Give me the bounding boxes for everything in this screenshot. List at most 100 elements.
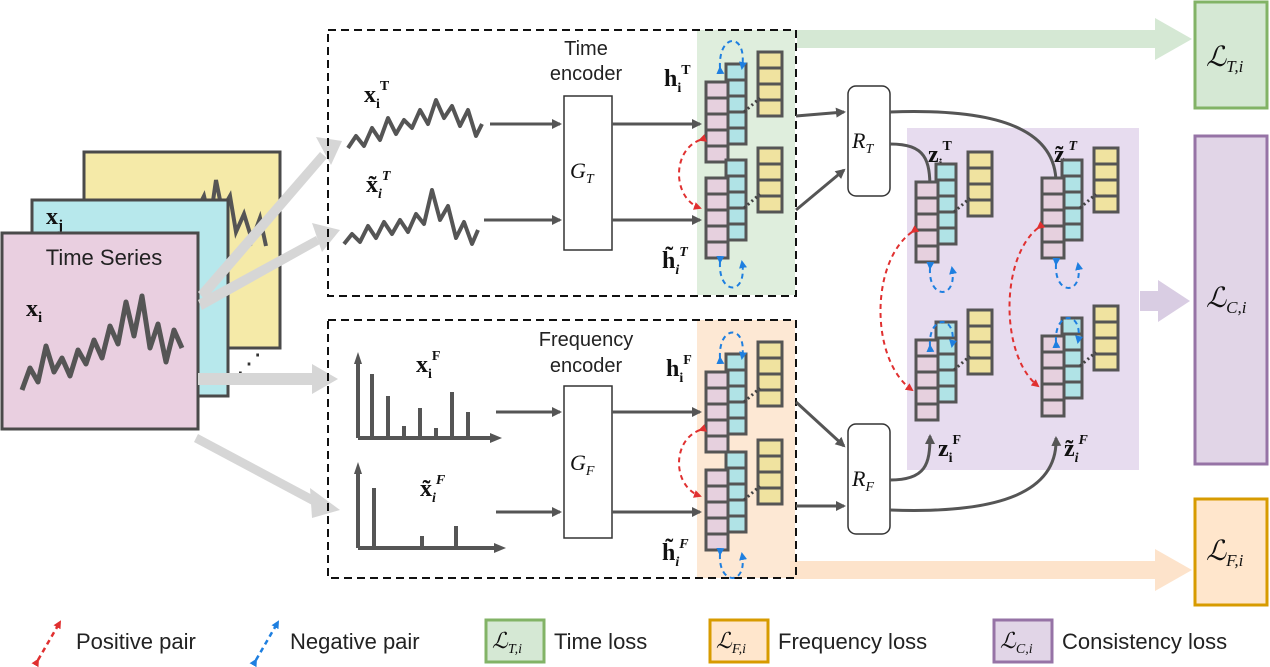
pink-cell (704, 176, 730, 196)
freq-encoder-label-2: encoder (550, 355, 623, 377)
svg-text:ℒT,i: ℒT,i (1206, 42, 1244, 76)
frequency-loss-box: ℒF,i (1193, 497, 1269, 607)
yellow-cell (1092, 178, 1120, 198)
yellow-cell (756, 162, 784, 182)
pink-cell (704, 418, 730, 438)
ellipsis-connector (1079, 192, 1097, 210)
pink-cell (1040, 176, 1066, 196)
pink-cell (914, 228, 940, 248)
time-positive-pair-arrow (678, 134, 707, 210)
ellipsis-connector (1079, 350, 1097, 368)
pink-cell (1040, 350, 1066, 370)
pink-cell (704, 468, 730, 488)
consistency-negative-pair-arrow-4 (1052, 317, 1084, 349)
ellipsis-connector (953, 196, 971, 214)
cyan-cell (934, 162, 958, 182)
legend-positive-pair: Positive pair (31, 620, 196, 667)
pink-cell (914, 354, 940, 374)
ellipsis-connector (743, 192, 761, 210)
freq-negative-pair-arrow-bottom (716, 547, 748, 579)
freq-branch-box (327, 319, 797, 579)
yellow-cell (966, 340, 994, 360)
pink-cell (704, 386, 730, 406)
svg-text:RT: RT (851, 128, 874, 157)
time-branch-box (327, 29, 797, 297)
pink-cell (704, 370, 730, 390)
yellow-cell (756, 50, 784, 70)
svg-text:ℒT,i: ℒT,i (492, 628, 522, 657)
svg-text:ℒC,i: ℒC,i (1206, 283, 1247, 317)
time-projector-box (847, 85, 891, 197)
yellow-cell (966, 324, 994, 344)
consistency-positive-pair-arrow-right (1008, 221, 1046, 388)
pink-cell (704, 112, 730, 132)
yellow-cell (1092, 194, 1120, 214)
svg-text:Consistency loss: Consistency loss (1062, 629, 1227, 654)
time-aug-embedding-block (704, 146, 784, 260)
yellow-cell (756, 372, 784, 392)
z-aug-time-block (1040, 146, 1120, 260)
yellow-cell (966, 198, 994, 218)
yellow-cell (756, 438, 784, 458)
pink-cell (704, 208, 730, 228)
svg-text:RF: RF (851, 466, 874, 495)
yellow-cell (1092, 320, 1120, 340)
x-aug-T-label: x̃iT (366, 169, 392, 202)
time-loss-flow-arrow (797, 18, 1192, 60)
time-encoder-label-1: Time (564, 38, 608, 60)
consistency-negative-pair-arrow-2 (1052, 257, 1084, 289)
freq-negative-pair-arrow-top (716, 331, 747, 365)
svg-text:Negative pair: Negative pair (290, 629, 420, 654)
pink-cell (704, 224, 730, 244)
yellow-cell (1092, 162, 1120, 182)
pink-cell (914, 386, 940, 406)
pink-cell (1040, 208, 1066, 228)
pink-cell (704, 434, 730, 454)
ellipsis-connector (953, 354, 971, 372)
time-signal (346, 98, 484, 150)
svg-text:GT: GT (570, 158, 595, 187)
yellow-cell (1092, 304, 1120, 324)
pink-cell (1040, 398, 1066, 418)
projectors: RT RF (794, 85, 1062, 535)
z-i-F-label: ziF (938, 433, 961, 466)
ellipsis-connector (743, 386, 761, 404)
yellow-cell (756, 66, 784, 86)
yellow-cell (966, 356, 994, 376)
legend-frequency-loss: ℒF,i Frequency loss (708, 618, 927, 664)
freq-encoder-box (563, 385, 613, 539)
freq-aug-embedding-block (704, 438, 784, 552)
legend-negative-pair: Negative pair (249, 620, 420, 667)
pink-cell (704, 128, 730, 148)
yellow-cell (756, 388, 784, 408)
pink-cell (914, 180, 940, 200)
yellow-cell (756, 194, 784, 214)
time-negative-pair-arrow-bottom (716, 255, 747, 289)
time-negative-pair-arrow-top (716, 40, 747, 75)
pink-cell (1040, 240, 1066, 260)
consistency-space: ziT z̃iT ziF z̃iF (879, 139, 1120, 466)
pink-cell (704, 484, 730, 504)
pink-cell (704, 516, 730, 536)
time-branch: xiT x̃iT Time encoder GT hiT h̃iT (342, 38, 784, 289)
x-i-label: xi (26, 296, 42, 326)
pink-cell (704, 80, 730, 100)
svg-text:ℒF,i: ℒF,i (716, 628, 746, 657)
time-aug-signal (342, 188, 480, 246)
yellow-cell (966, 182, 994, 202)
time-encoder-label-2: encoder (550, 63, 623, 85)
z-aug-F-label: z̃iF (1064, 433, 1089, 466)
yellow-cell (756, 486, 784, 506)
cyan-cell (1060, 158, 1084, 178)
freq-positive-pair-arrow (678, 424, 707, 498)
yellow-cell (756, 82, 784, 102)
yellow-cell (756, 178, 784, 198)
time-series-title: Time Series (46, 245, 163, 270)
pink-cell (914, 402, 940, 422)
freq-loss-flow-arrow (790, 549, 1192, 591)
input-waveform (19, 293, 185, 391)
yellow-cell (756, 454, 784, 474)
pink-cell (914, 370, 940, 390)
pink-cell (704, 192, 730, 212)
